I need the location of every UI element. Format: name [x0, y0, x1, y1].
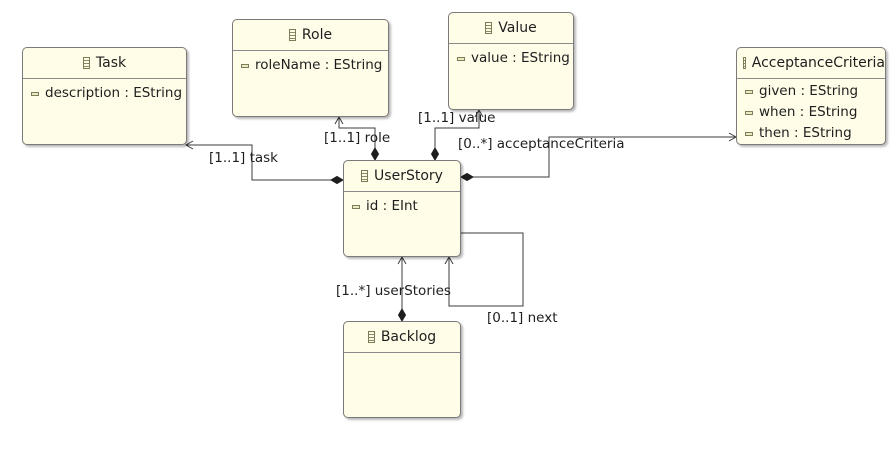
edge-value[interactable] [430, 108, 484, 161]
class-task-attributes: description : EString [23, 79, 186, 104]
eclass-icon [82, 57, 90, 69]
class-task[interactable]: Task description : EString [22, 47, 187, 145]
class-user-story-divider [344, 191, 460, 192]
edge-next[interactable] [444, 232, 524, 307]
class-user-story-name: UserStory [374, 168, 443, 184]
class-role-header: Role [233, 20, 388, 50]
attribute-row[interactable]: then : EString [745, 123, 885, 144]
class-backlog-name: Backlog [380, 329, 437, 345]
class-acceptance-criteria-divider [737, 78, 885, 79]
class-value-attributes: value : EString [449, 44, 573, 69]
class-backlog-attributes [344, 353, 460, 357]
class-backlog-divider [344, 352, 460, 353]
class-value-divider [449, 43, 573, 44]
class-backlog[interactable]: Backlog [343, 321, 461, 418]
attribute-label: description : EString [45, 85, 183, 101]
attribute-row[interactable]: roleName : EString [241, 55, 388, 76]
attribute-label: value : EString [471, 50, 570, 66]
class-acceptance-criteria[interactable]: AcceptanceCriteria given : EString when … [736, 47, 886, 145]
class-backlog-header: Backlog [344, 322, 460, 352]
eclass-icon [361, 170, 369, 182]
eattribute-icon [31, 91, 39, 96]
attribute-row[interactable]: when : EString [745, 102, 885, 123]
class-user-story[interactable]: UserStory id : EInt [343, 160, 461, 257]
composition-diamond-acceptance-criteria [460, 172, 474, 182]
eclass-icon [485, 22, 493, 34]
class-acceptance-criteria-attributes: given : EString when : EString then : ES… [737, 79, 885, 144]
reference-label-next: [0..1] next [487, 310, 558, 326]
composition-diamond-user-stories [397, 308, 407, 322]
reference-label-task: [1..1] task [209, 150, 279, 166]
class-task-name: Task [95, 55, 127, 71]
edge-user-stories[interactable] [397, 255, 407, 322]
attribute-row[interactable]: id : EInt [352, 196, 460, 217]
class-role-name: Role [301, 27, 333, 43]
attribute-row[interactable]: description : EString [31, 83, 186, 104]
attribute-label: id : EInt [366, 198, 418, 214]
edge-role[interactable] [334, 115, 380, 161]
attribute-label: roleName : EString [255, 57, 383, 73]
attribute-row[interactable]: given : EString [745, 81, 885, 102]
class-value-header: Value [449, 13, 573, 43]
reference-label-acceptance-criteria: [0..*] acceptanceCriteria [458, 136, 625, 152]
class-role-divider [233, 50, 388, 51]
class-value-name: Value [498, 20, 537, 36]
attribute-label: given : EString [759, 83, 859, 99]
eattribute-icon [745, 131, 753, 136]
class-user-story-header: UserStory [344, 161, 460, 191]
eclass-icon [367, 331, 375, 343]
eattribute-icon [241, 63, 249, 68]
reference-label-value: [1..1] value [418, 110, 496, 126]
attribute-label: when : EString [759, 104, 858, 120]
class-acceptance-criteria-header: AcceptanceCriteria [737, 48, 885, 78]
attribute-row[interactable]: value : EString [457, 48, 573, 69]
class-role[interactable]: Role roleName : EString [232, 19, 389, 117]
eclass-icon [288, 29, 296, 41]
composition-diamond-role [370, 147, 380, 161]
eattribute-icon [457, 56, 465, 61]
composition-diamond-value [430, 147, 440, 161]
attribute-label: then : EString [759, 125, 852, 141]
reference-label-role: [1..1] role [324, 130, 391, 146]
eclass-icon [743, 57, 746, 69]
class-task-header: Task [23, 48, 186, 78]
eattribute-icon [745, 89, 753, 94]
class-user-story-attributes: id : EInt [344, 192, 460, 217]
class-role-attributes: roleName : EString [233, 51, 388, 76]
class-acceptance-criteria-name: AcceptanceCriteria [751, 55, 885, 71]
class-value[interactable]: Value value : EString [448, 12, 574, 110]
composition-diamond-task [330, 175, 344, 185]
reference-label-user-stories: [1..*] userStories [336, 283, 451, 299]
eattribute-icon [352, 204, 360, 209]
class-task-divider [23, 78, 186, 79]
eattribute-icon [745, 110, 753, 115]
edge-task[interactable] [184, 140, 344, 185]
